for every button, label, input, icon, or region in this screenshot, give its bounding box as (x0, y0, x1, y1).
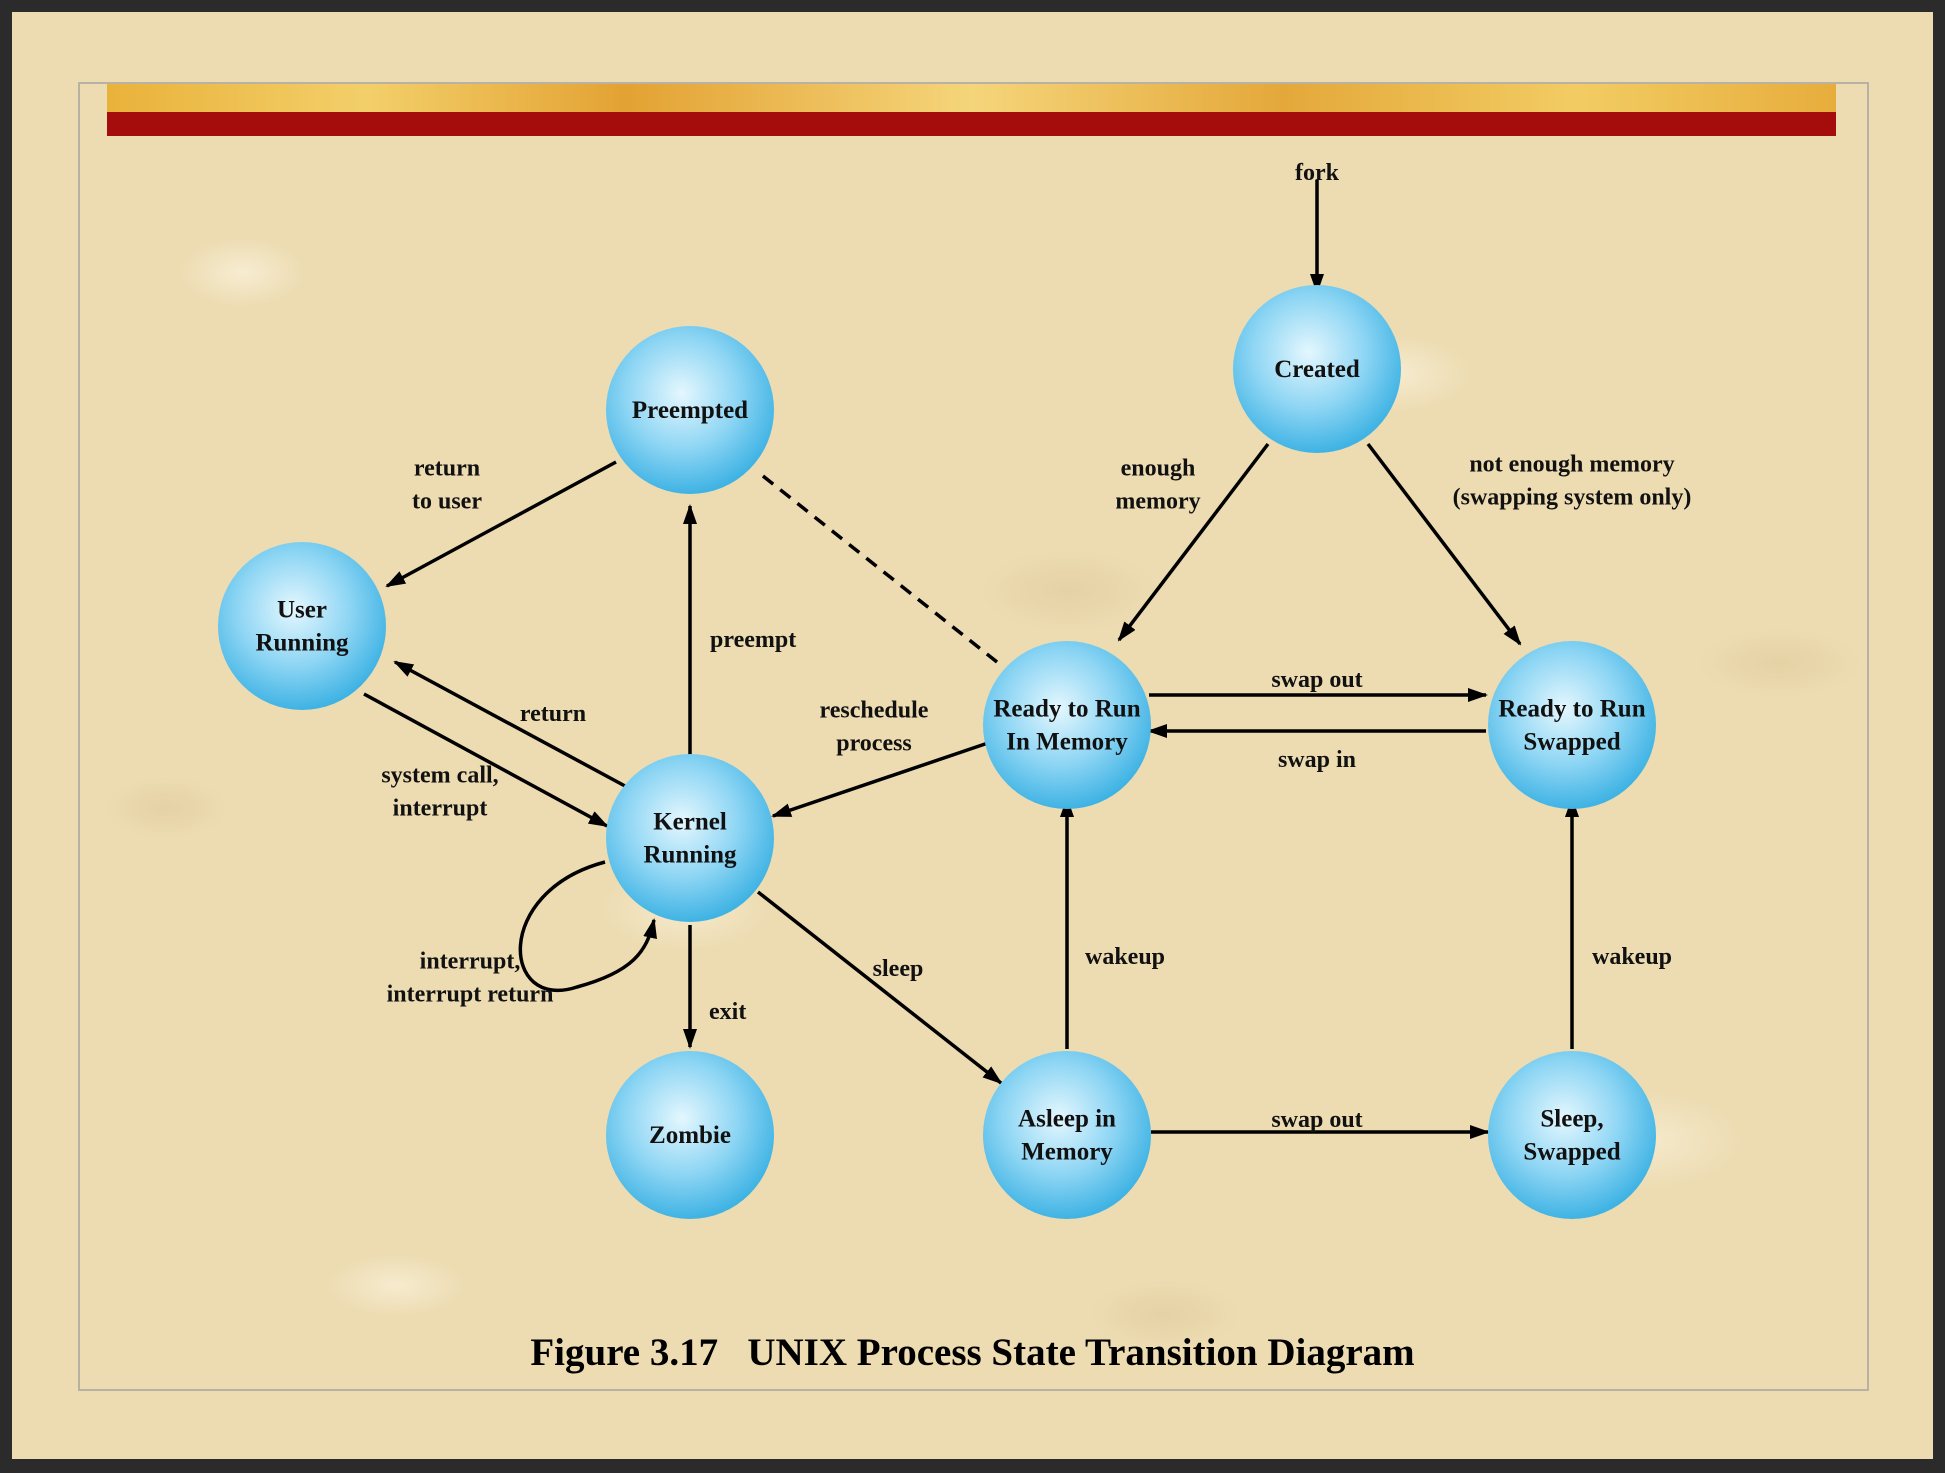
label-wakeup-mem: wakeup (1085, 944, 1165, 970)
state-zombie: Zombie (606, 1051, 774, 1219)
state-circle-kernel-running (606, 754, 774, 922)
label-sleep: sleep (873, 956, 924, 982)
state-label-sleep-swapped: Sleep,Swapped (1523, 1106, 1620, 1166)
label-system-call: system call,interrupt (381, 763, 498, 822)
label-swap-in: swap in (1278, 747, 1356, 773)
label-return: return (520, 701, 586, 727)
label-swap-out-top: swap out (1271, 667, 1362, 693)
edge-not-enough-memory (1366, 442, 1522, 646)
label-not-enough-memory: not enough memory(swapping system only) (1453, 452, 1692, 511)
state-created: Created (1233, 285, 1401, 453)
state-label-created: Created (1274, 356, 1360, 383)
label-interrupt-return: interrupt,interrupt return (387, 949, 554, 1008)
transition-arrows (363, 180, 1579, 1139)
state-circle-preempted (606, 326, 774, 494)
edge-reschedule (771, 741, 989, 818)
state-circle-asleep-mem (983, 1051, 1151, 1219)
state-circle-user-running (218, 542, 386, 710)
state-label-zombie: Zombie (649, 1122, 731, 1149)
figure-caption: Figure 3.17 UNIX Process State Transitio… (530, 1331, 1415, 1374)
edge-system-call (363, 692, 609, 828)
label-swap-out-bottom: swap out (1271, 1107, 1362, 1133)
edge-interrupt-loop (518, 860, 657, 993)
slide-frame (78, 82, 1869, 1391)
label-wakeup-swapped: wakeup (1592, 944, 1672, 970)
edge-enough-memory (1117, 442, 1270, 642)
label-preempt: preempt (710, 627, 796, 653)
state-circle-created (1233, 285, 1401, 453)
edge-return-to-user (385, 460, 617, 588)
state-circle-ready-swapped (1488, 641, 1656, 809)
title-band-red (107, 112, 1836, 136)
state-sleep-swapped: Sleep,Swapped (1488, 1051, 1656, 1219)
state-circle-ready-mem (983, 641, 1151, 809)
edge-return (393, 660, 626, 788)
edge-preempted-ready-dashed (761, 474, 999, 664)
edge-sleep (756, 890, 1003, 1085)
label-exit: exit (709, 999, 746, 1025)
state-circle-zombie (606, 1051, 774, 1219)
label-fork: fork (1295, 160, 1340, 186)
state-label-preempted: Preempted (632, 397, 748, 424)
state-preempted: Preempted (606, 326, 774, 494)
state-circle-sleep-swapped (1488, 1051, 1656, 1219)
